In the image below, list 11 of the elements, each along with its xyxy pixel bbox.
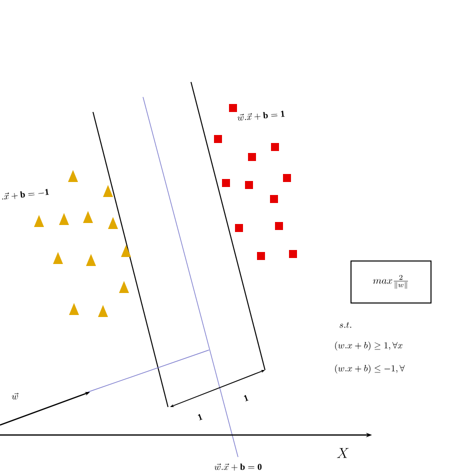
dimension-label: $\mathbf{1}$	[198, 414, 203, 420]
equation-label: $.\vec{x}+\mathbf{b}=-\mathbf{1}$	[2, 188, 49, 200]
axis-label: $X$	[336, 448, 349, 458]
constraint-label: $s.t.$	[340, 322, 352, 328]
vector-label: $\vec{w}$	[12, 392, 18, 400]
equation-label: $\vec{w}.\vec{x}+\mathbf{b}=\mathbf{1}$	[237, 110, 285, 121]
equation-label: $\vec{w}.\vec{x}+\mathbf{b}=\mathbf{0}$	[214, 463, 262, 471]
formula-box: $max\frac{2}{\|w\|}$	[350, 260, 432, 304]
constraint-text: $(w.x+b)\geq 1,\forall x$	[335, 342, 402, 350]
constraint-text: $(w.x+b)\leq -1,\forall$	[335, 364, 405, 374]
dimension-label: $\mathbf{1}$	[244, 394, 249, 402]
